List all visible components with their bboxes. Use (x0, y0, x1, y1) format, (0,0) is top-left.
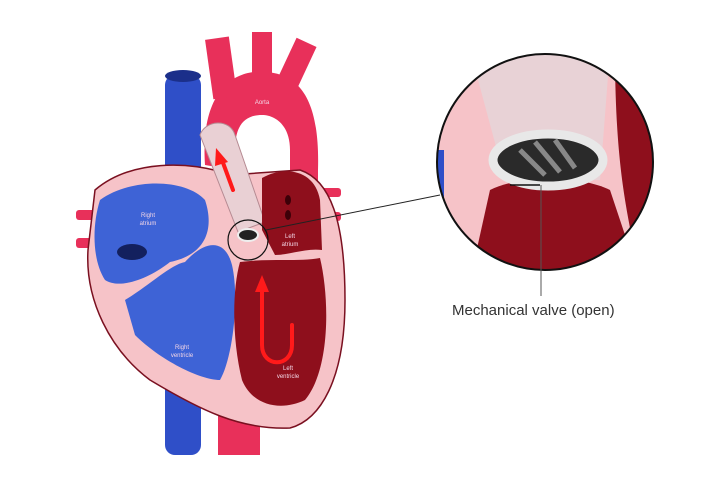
left-ventricle (234, 258, 327, 406)
flow-arrow (220, 158, 294, 365)
zoom-ring-small (227, 219, 269, 261)
magnified-valve-view (437, 54, 653, 270)
callout-label: Mechanical valve (open) (452, 302, 615, 319)
valve-opening (117, 244, 147, 260)
label-right-ventricle-2: ventricle (171, 353, 194, 359)
label-right-atrium-2: atrium (140, 221, 157, 227)
label-left-atrium-1: Left (285, 234, 295, 240)
left-atrium (262, 171, 322, 255)
right-atrium (94, 183, 209, 284)
mechanical-valve-small (237, 228, 259, 242)
label-left-ventricle-1: Left (283, 366, 293, 372)
right-ventricle (125, 245, 236, 380)
label-left-ventricle-2: ventricle (277, 374, 300, 380)
zoom-ring-large (436, 53, 654, 271)
label-right-ventricle-1: Right (175, 345, 189, 351)
label-aorta: Aorta (255, 100, 270, 106)
label-left-atrium-2: atrium (282, 242, 299, 248)
label-right-atrium-1: Right (141, 213, 155, 219)
